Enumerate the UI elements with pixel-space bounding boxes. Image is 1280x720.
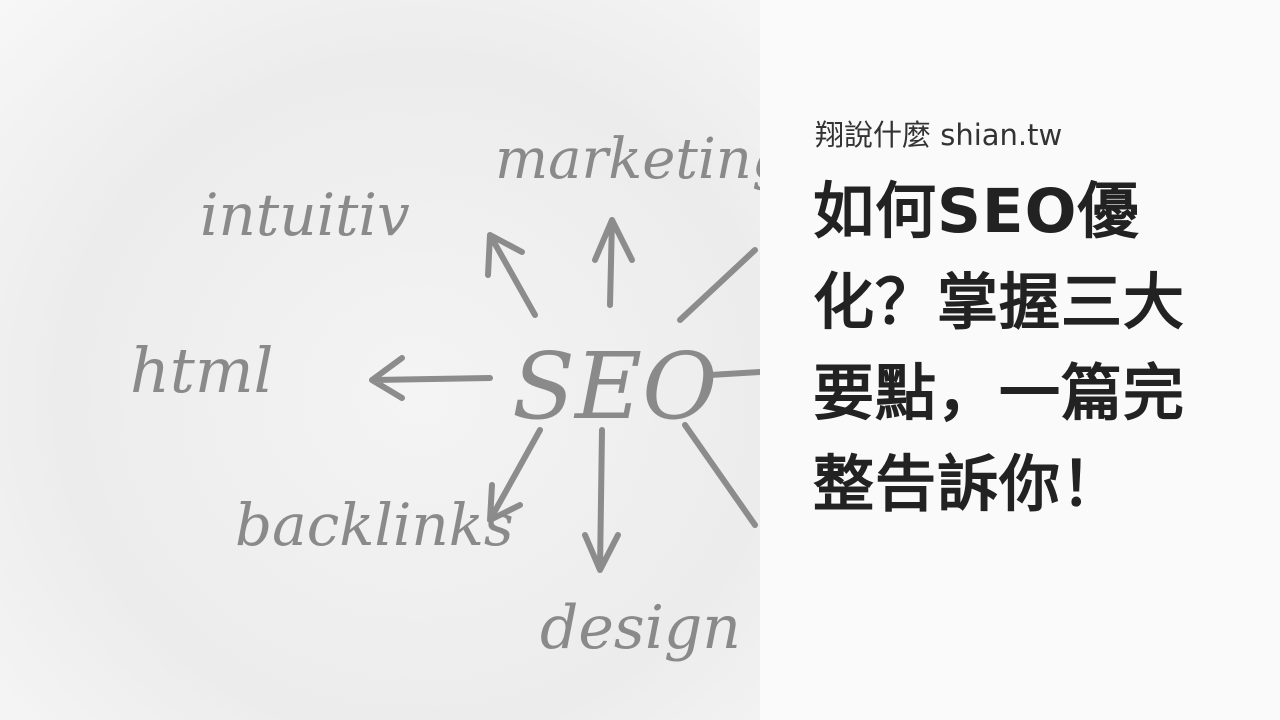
site-label: 翔說什麼 shian.tw [815, 118, 1063, 152]
arrow-bottom-right [682, 422, 758, 528]
arrow-html [369, 355, 493, 401]
arrow-marketing-right [677, 247, 758, 323]
text-panel [760, 0, 1280, 720]
mindmap-word-html: html [130, 334, 273, 407]
mindmap-drawing: SEO intuitiv marketing html backlinks de… [130, 127, 760, 663]
mindmap-word-seo: SEO [512, 333, 718, 440]
arrow-right [707, 369, 760, 378]
arrow-intuitiv [485, 232, 538, 318]
article-title: 如何SEO優化？掌握三大要點，一篇完整告訴你！ [813, 176, 1186, 520]
mindmap-word-backlinks: backlinks [235, 491, 514, 559]
arrow-design [582, 427, 621, 573]
arrow-backlinks [487, 427, 543, 523]
seo-mindmap-image: SEO intuitiv marketing html backlinks de… [0, 0, 760, 720]
mindmap-word-design: design [540, 593, 741, 663]
arrow-marketing [592, 217, 635, 308]
mindmap-word-intuitiv: intuitiv [200, 181, 410, 249]
mindmap-word-marketing: marketing [495, 127, 760, 192]
